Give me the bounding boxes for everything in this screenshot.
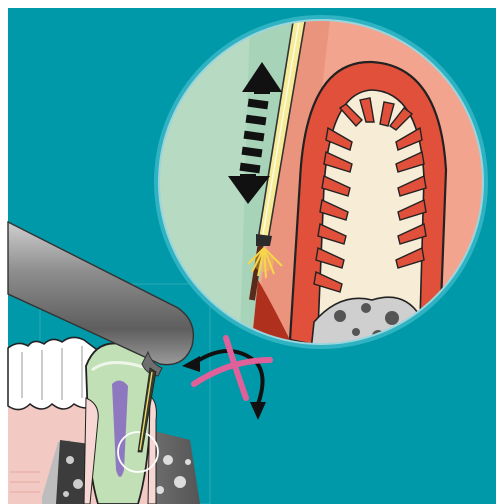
illustration-stage [0,0,496,504]
dental-scaler-illustration [0,0,496,504]
